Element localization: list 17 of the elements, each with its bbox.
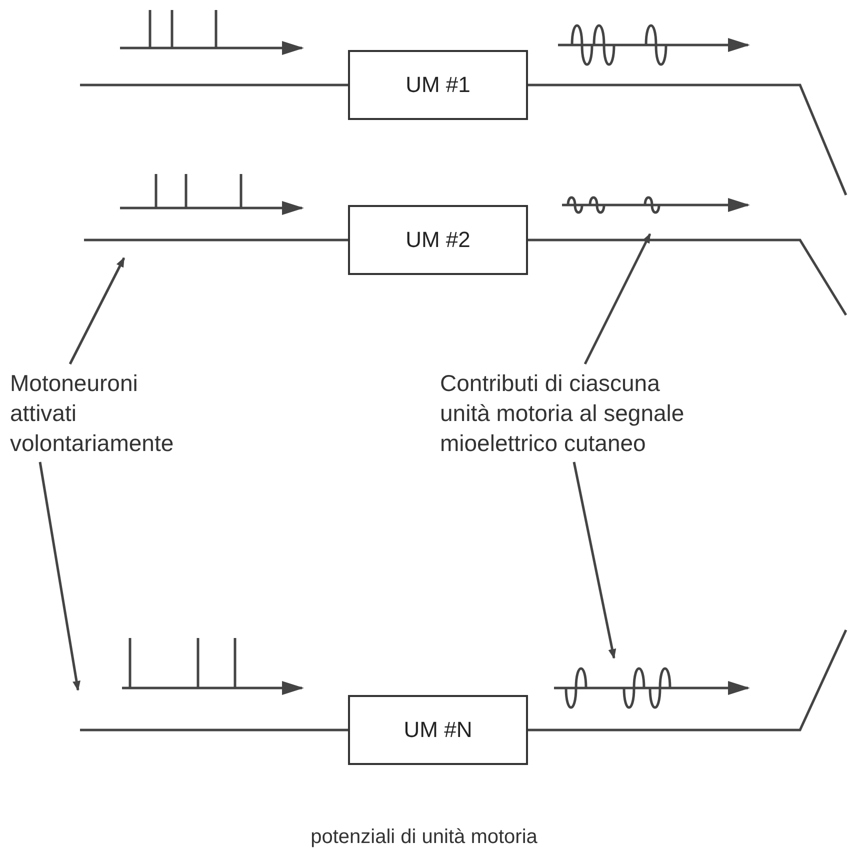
input-line	[80, 728, 348, 732]
input-line	[80, 84, 348, 86]
input-line	[84, 238, 348, 242]
motor-unit-box: UM #1	[348, 50, 528, 120]
output-line	[528, 84, 848, 196]
leader-line	[68, 257, 126, 365]
leader-line	[38, 462, 80, 691]
potential-waveform-drawing	[554, 667, 750, 709]
annotation-text: Motoneuroni attivati volontariamente	[10, 368, 185, 458]
annotation-text: Contributi di ciascuna unità motoria al segnale mioelettrico cutaneo	[440, 368, 700, 458]
leader-line	[572, 462, 616, 659]
motor-unit-box: UM #2	[348, 205, 528, 275]
leader-line	[584, 233, 652, 365]
caption: potenziali di unità motoria	[310, 826, 538, 849]
output-line	[528, 238, 848, 316]
output-line	[528, 629, 848, 732]
motor-unit-box: UM #N	[348, 695, 528, 765]
